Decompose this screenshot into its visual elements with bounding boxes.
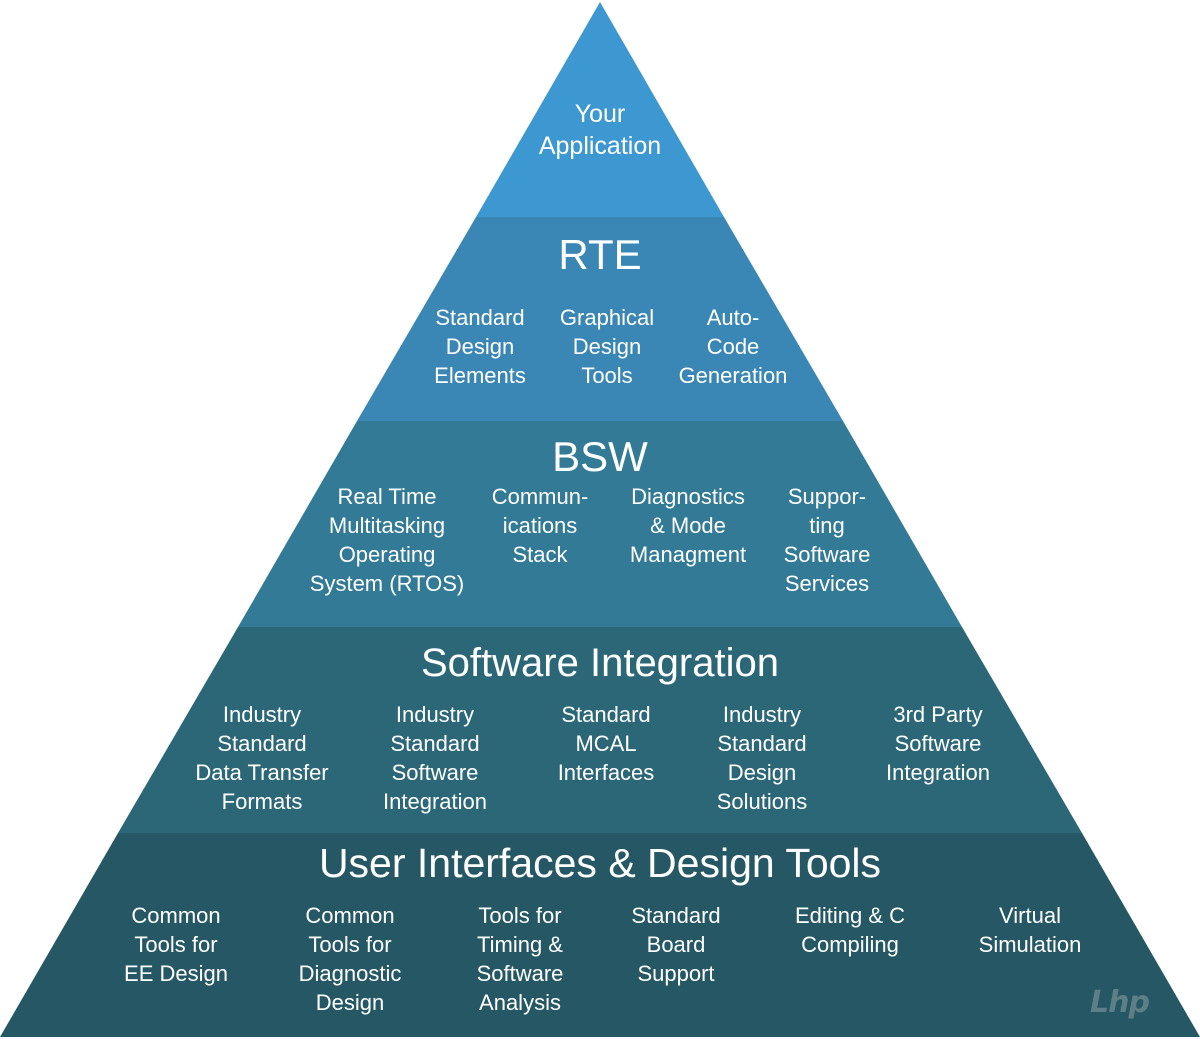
- integration-item: Standard MCAL Interfaces: [557, 702, 655, 785]
- bsw-item: Suppor- ting Software Services: [783, 484, 871, 596]
- layer-top-band: [476, 2, 724, 217]
- bsw-item: Real Time Multitasking Operating System …: [309, 484, 465, 596]
- bsw-item: Diagnostics & Mode Managment: [629, 484, 747, 567]
- integration-item: Industry Standard Design Solutions: [716, 702, 808, 814]
- rte-item: Standard Design Elements: [434, 305, 526, 388]
- ui-item: Common Tools for Diagnostic Design: [298, 903, 402, 1015]
- layer-rte-band: [357, 217, 843, 421]
- ui-item: Common Tools for EE Design: [124, 903, 228, 986]
- lhp-logo: Lhp: [1090, 985, 1150, 1020]
- layer-bsw-band: [238, 421, 962, 627]
- rte-item: Auto- Code Generation: [678, 305, 788, 388]
- ui-item: Tools for Timing & Software Analysis: [476, 903, 564, 1015]
- layer-bsw-title: BSW: [552, 433, 648, 480]
- ui-item: Standard Board Support: [631, 903, 721, 986]
- integration-item: Industry Standard Data Transfer Formats: [195, 702, 329, 814]
- layer-top-title: Your Application: [538, 100, 662, 160]
- ui-item: Virtual Simulation: [978, 903, 1082, 957]
- rte-item: Graphical Design Tools: [559, 305, 655, 388]
- ui-item: Editing & C Compiling: [794, 903, 906, 957]
- bsw-item: Commun- ications Stack: [491, 484, 589, 567]
- layer-rte-title: RTE: [558, 231, 642, 278]
- layer-ui-title: User Interfaces & Design Tools: [318, 840, 882, 886]
- layer-integration-title: Software Integration: [421, 641, 779, 685]
- integration-item: Industry Standard Software Integration: [383, 702, 487, 814]
- integration-item: 3rd Party Software Integration: [886, 702, 990, 785]
- layer-ui-band: [0, 833, 1200, 1037]
- layer-integration-band: [118, 627, 1082, 833]
